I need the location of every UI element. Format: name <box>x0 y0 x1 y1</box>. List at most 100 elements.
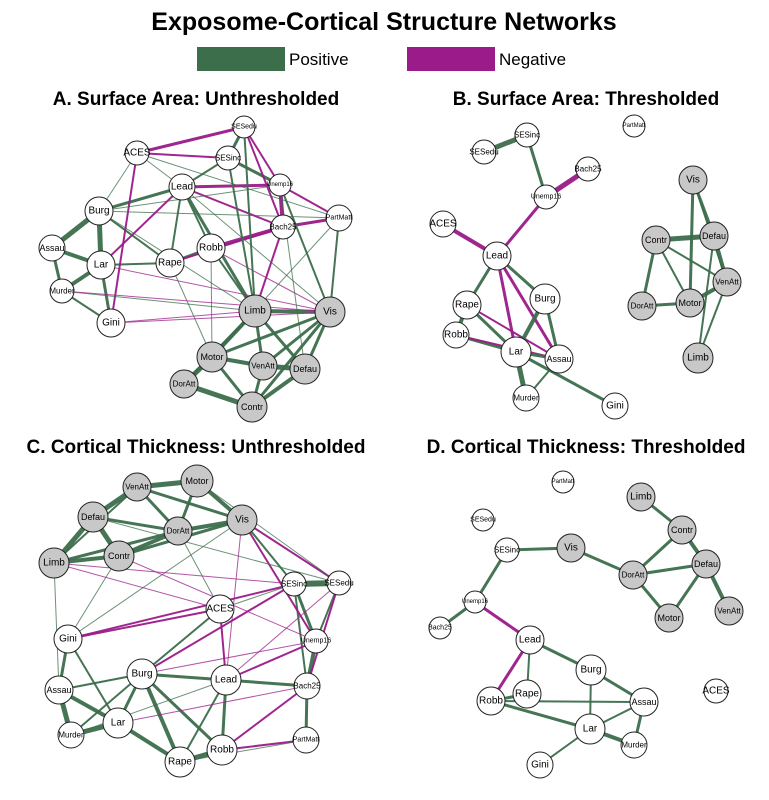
node-vis: Vis <box>678 165 708 195</box>
node-contr: Contr <box>641 225 671 255</box>
node-rape: Rape <box>164 746 196 778</box>
edge-gini-lar <box>67 638 119 724</box>
node-circle <box>620 731 648 759</box>
figure-title: Exposome-Cortical Structure Networks <box>151 8 616 36</box>
node-circle <box>667 515 697 545</box>
node-circle <box>575 156 601 182</box>
node-label: Rape <box>515 689 539 700</box>
node-lar: Lar <box>86 250 116 280</box>
edge-partmatt-motor <box>211 217 340 358</box>
node-label: SESedu <box>324 579 353 588</box>
edge-lead-bach25 <box>181 186 284 228</box>
edge-murder-limb <box>61 290 256 312</box>
edge-burg-rape <box>98 210 171 264</box>
node-circle <box>44 675 74 705</box>
edge-unemp16-vis <box>279 184 331 313</box>
node-sesedu: SESedu <box>231 115 257 139</box>
node-circle <box>325 204 353 232</box>
node-label: VenAtt <box>715 278 739 287</box>
edge-partmatt-vis <box>329 217 340 313</box>
edge-vis-motor <box>210 310 332 359</box>
node-burg: Burg <box>529 283 561 315</box>
edge-lar-vis <box>100 264 331 313</box>
node-label: DorAtt <box>631 302 654 311</box>
node-robb: Robb <box>196 233 226 263</box>
node-circle <box>442 321 470 349</box>
node-label: Defau <box>81 512 105 522</box>
node-lar: Lar <box>102 707 134 739</box>
node-circle <box>675 288 705 318</box>
node-label: VenAtt <box>717 607 741 616</box>
node-label: PartMatt <box>623 123 646 129</box>
node-circle <box>512 679 542 709</box>
node-label: Assau <box>631 697 656 707</box>
node-doratt: DorAtt <box>169 369 199 399</box>
edge-limb-assau <box>53 562 60 691</box>
panel-b-network: SESincSESeduPartMattBach25Unemp16ACESLea… <box>429 114 742 420</box>
node-circle <box>196 233 226 263</box>
node-circle <box>678 165 708 195</box>
node-label: Lar <box>111 718 126 729</box>
node-lar: Lar <box>500 336 532 368</box>
node-lead: Lead <box>482 241 512 271</box>
node-bach25: Bach25 <box>574 156 602 182</box>
node-lead: Lead <box>168 173 196 201</box>
node-circle <box>124 140 150 166</box>
node-circle <box>103 540 135 572</box>
edge-rape-bach25 <box>169 226 284 264</box>
node-circle <box>86 250 116 280</box>
edge-lead-assau <box>495 254 561 361</box>
node-gini: Gini <box>601 392 629 420</box>
node-lar: Lar <box>574 713 606 745</box>
node-circle <box>471 508 495 532</box>
node-circle <box>512 384 540 412</box>
node-circle <box>205 594 235 624</box>
edge-vis-unemp16 <box>241 519 317 642</box>
node-sesedu: SESedu <box>470 508 496 532</box>
node-unemp16: Unemp16 <box>267 173 294 197</box>
node-label: SESedu <box>231 124 257 131</box>
edge-doratt-aces <box>177 530 221 610</box>
node-defau: Defau <box>77 501 109 533</box>
edge-murder-burg <box>70 673 143 736</box>
node-circle <box>463 590 487 614</box>
node-circle <box>155 248 185 278</box>
node-circle <box>529 283 561 315</box>
node-assau: Assau <box>544 344 574 374</box>
panel-b-title: B. Surface Area: Thresholded <box>453 89 719 110</box>
node-contr: Contr <box>667 515 697 545</box>
node-rape: Rape <box>155 248 185 278</box>
edge-gini-vis <box>110 311 331 324</box>
node-label: Rape <box>455 300 479 311</box>
node-partmatt: PartMatt <box>551 470 575 494</box>
node-label: Lar <box>509 347 524 358</box>
node-label: PartMatt <box>326 215 353 222</box>
node-partmatt: PartMatt <box>622 114 646 138</box>
node-label: Murder <box>621 741 647 750</box>
node-label: Motor <box>200 352 223 362</box>
node-label: SESinc <box>215 154 241 163</box>
legend-swatch-positive <box>197 47 285 71</box>
node-lead: Lead <box>515 625 545 655</box>
node-label: Gini <box>102 318 120 329</box>
node-label: Robb <box>479 696 503 707</box>
node-label: Gini <box>531 760 549 771</box>
node-circle <box>526 751 554 779</box>
node-sesinc: SESinc <box>494 537 520 563</box>
node-circle <box>691 549 721 579</box>
node-circle <box>626 482 656 512</box>
node-unemp16: Unemp16 <box>531 184 561 210</box>
edge-limb-sesinc <box>53 562 295 585</box>
edge-murder-vis <box>61 290 331 313</box>
node-rape: Rape <box>452 290 482 320</box>
node-robb: Robb <box>442 321 470 349</box>
node-circle <box>428 616 452 640</box>
node-label: Limb <box>244 306 266 317</box>
node-burg: Burg <box>84 196 114 226</box>
node-sesinc: SESinc <box>215 145 241 171</box>
node-murder: Murder <box>57 721 85 749</box>
node-robb: Robb <box>476 686 506 716</box>
node-circle <box>96 308 126 338</box>
edge-venatt-vis <box>135 485 244 522</box>
node-label: Vis <box>323 307 337 318</box>
